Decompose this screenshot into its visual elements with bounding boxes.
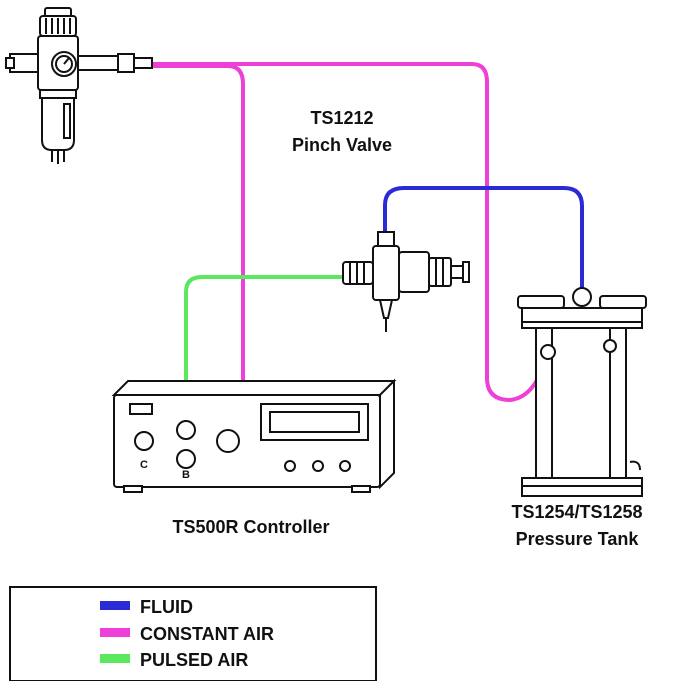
legend-label-fluid: FLUID <box>140 597 193 617</box>
legend-box <box>9 586 377 682</box>
legend-swatch-pulsed-air <box>100 654 130 663</box>
tank-label-name: Pressure Tank <box>516 529 640 549</box>
pulsed-air-tube <box>184 275 345 422</box>
constant-air-tube-tank <box>150 62 543 402</box>
fluid-tube <box>383 186 584 289</box>
legend-label-pulsed-air: PULSED AIR <box>140 650 248 670</box>
legend-label-constant-air: CONSTANT AIR <box>140 624 274 644</box>
pinch-valve-icon <box>342 231 470 332</box>
port-c-label: C <box>140 459 148 471</box>
port-b-label: B <box>182 469 190 481</box>
constant-air-tube-controller <box>150 64 245 387</box>
legend-swatch-constant-air <box>100 628 130 637</box>
filter-regulator-icon <box>5 7 153 164</box>
pinch-valve-label-model: TS1212 <box>310 108 373 128</box>
controller-label: TS500R Controller <box>172 517 329 537</box>
pressure-tank-icon <box>517 287 647 497</box>
controller-icon <box>111 378 397 493</box>
pinch-valve-label-name: Pinch Valve <box>292 135 392 155</box>
legend: FLUID CONSTANT AIR PULSED AIR <box>9 586 377 682</box>
tubing <box>150 62 584 422</box>
legend-swatch-fluid <box>100 601 130 610</box>
tank-label-model: TS1254/TS1258 <box>511 502 642 522</box>
